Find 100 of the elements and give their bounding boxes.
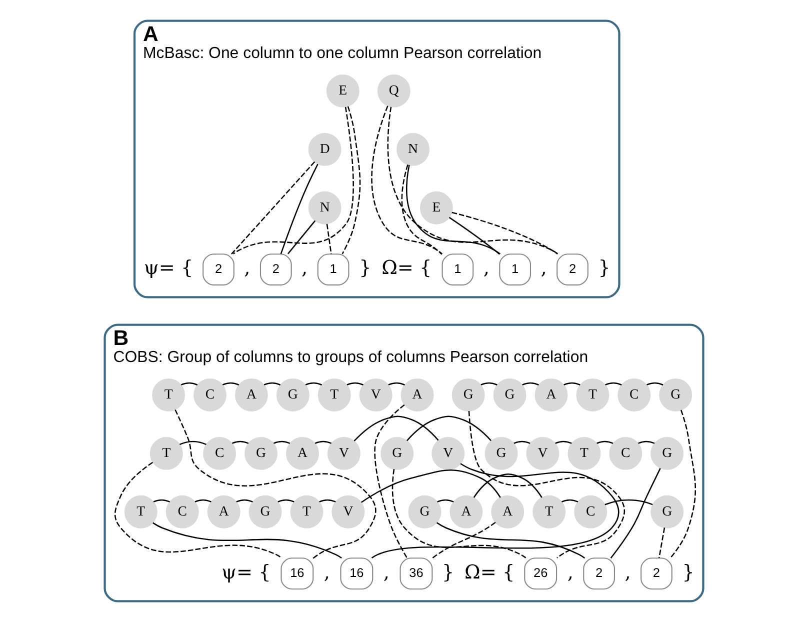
connector	[353, 416, 438, 442]
connector	[472, 474, 542, 498]
node-circle: G	[244, 436, 277, 470]
connector	[480, 382, 497, 386]
node-circle: N	[308, 191, 341, 224]
node-circle: C	[202, 436, 236, 470]
node-circle: T	[567, 436, 600, 470]
node-circle: T	[152, 378, 185, 412]
node-circle: A	[490, 495, 524, 528]
connector	[370, 106, 442, 254]
connector	[180, 382, 198, 386]
connector	[277, 499, 294, 502]
connector	[152, 499, 170, 502]
node-circle: G	[650, 495, 684, 528]
label: ψ= {	[143, 256, 193, 280]
connector	[374, 404, 408, 558]
connector	[604, 382, 622, 386]
node-circle: T	[532, 495, 566, 528]
connector	[513, 440, 530, 444]
connector	[272, 440, 290, 444]
node-circle: C	[165, 495, 198, 528]
connector	[406, 416, 491, 442]
node-circle: D	[308, 132, 341, 166]
node-circle: T	[149, 436, 182, 470]
connector	[178, 440, 206, 446]
connector	[561, 499, 578, 502]
node-circle: G	[408, 495, 441, 528]
label: ,	[323, 560, 330, 584]
node-circle: V	[431, 436, 464, 470]
connector	[554, 440, 572, 444]
node-circle: G	[650, 436, 684, 470]
connector	[231, 440, 248, 444]
connector	[436, 499, 454, 502]
connector	[326, 224, 332, 254]
node-circle: N	[396, 132, 430, 166]
node-circle: G	[484, 436, 518, 470]
connector	[286, 220, 316, 254]
node-circle: C	[617, 378, 650, 412]
connector	[222, 382, 239, 386]
connector	[236, 499, 252, 502]
connector	[318, 499, 336, 502]
label: ,	[382, 560, 390, 584]
connector	[468, 410, 625, 558]
node-circle: G	[248, 495, 282, 528]
connector	[405, 164, 500, 254]
node-circle: G	[658, 378, 692, 412]
connector	[610, 468, 660, 559]
connector	[194, 499, 211, 502]
node-circle: V	[358, 378, 392, 412]
node-circle: V	[331, 495, 364, 528]
connector	[669, 410, 696, 559]
node-circle: T	[290, 495, 323, 528]
connector	[391, 469, 526, 558]
node-circle: C	[193, 378, 226, 412]
node-circle: V	[326, 436, 360, 470]
connector	[400, 164, 442, 255]
node-circle: T	[576, 378, 609, 412]
node-circle: A	[449, 495, 482, 528]
connector	[174, 409, 376, 559]
connector	[451, 212, 558, 254]
connector	[436, 522, 585, 559]
connector	[388, 382, 404, 386]
node-circle: A	[286, 436, 318, 470]
connector	[304, 382, 322, 386]
label: ,	[301, 256, 308, 280]
connector	[604, 499, 652, 506]
connector	[646, 382, 663, 386]
node-circle: G	[380, 436, 414, 470]
connector	[263, 382, 280, 386]
label: ψ= {	[221, 560, 270, 584]
node-circle: A	[234, 378, 268, 412]
connector	[522, 382, 538, 386]
label: ,	[482, 256, 489, 280]
label: }	[442, 560, 454, 584]
connector	[230, 161, 315, 255]
connector	[341, 106, 360, 254]
node-circle: C	[574, 495, 607, 528]
connector	[386, 106, 558, 255]
connector	[448, 216, 500, 255]
label: }	[682, 560, 694, 584]
label: }	[598, 256, 610, 280]
connector	[563, 382, 580, 386]
connector	[346, 382, 363, 386]
node-circle: V	[526, 436, 559, 470]
label: ,	[540, 256, 546, 280]
label: Ω= {	[464, 560, 514, 584]
connector	[431, 522, 496, 559]
connector	[280, 164, 318, 254]
label: }	[358, 256, 371, 280]
connector	[152, 522, 342, 559]
label: Ω= {	[381, 256, 432, 280]
connector	[232, 106, 354, 254]
node-circle: A	[400, 378, 434, 412]
node-circle: G	[492, 378, 526, 412]
connector	[314, 440, 332, 444]
connector	[658, 528, 665, 558]
node-circle: C	[608, 436, 642, 470]
node-circle: E	[419, 191, 452, 224]
node-circle: G	[451, 378, 484, 412]
connector	[360, 470, 500, 503]
